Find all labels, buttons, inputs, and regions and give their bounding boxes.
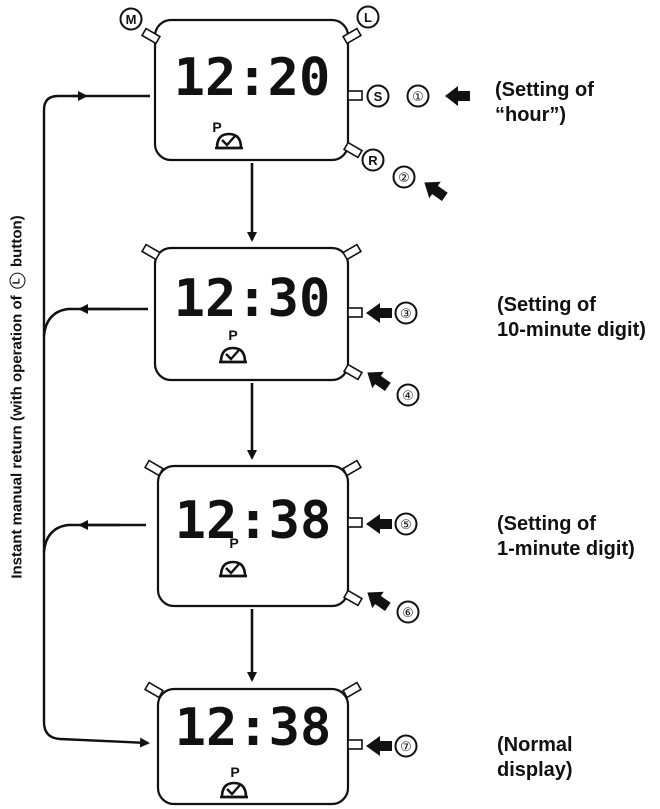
svg-text:M: M <box>126 12 137 27</box>
side-label-after: button) <box>8 215 26 267</box>
button-l[interactable] <box>341 459 363 477</box>
svg-text:⑤: ⑤ <box>400 518 412 533</box>
push-arrow-3 <box>366 303 392 323</box>
button-m-label: M <box>119 7 143 31</box>
push-arrow-6 <box>367 591 391 611</box>
svg-text:④: ④ <box>402 389 414 404</box>
note-setting-hour: (Setting of “hour”) <box>495 78 594 128</box>
step-6: ⑥ <box>396 600 420 624</box>
alarm-bell-icon <box>219 346 247 364</box>
button-s[interactable] <box>347 90 363 101</box>
note-line: “hour”) <box>495 104 567 126</box>
l-button-icon: L <box>9 273 26 290</box>
note-setting-1-minute: (Setting of 1-minute digit) <box>497 512 635 562</box>
svg-text:②: ② <box>398 171 410 186</box>
svg-text:L: L <box>364 10 372 25</box>
note-setting-10-minute: (Setting of 10-minute digit) <box>497 293 646 343</box>
note-line: (Setting of <box>497 513 596 535</box>
time-display: 12:20 <box>174 48 331 108</box>
alarm-bell-icon <box>219 560 247 578</box>
button-m[interactable] <box>140 243 162 261</box>
note-line: (Setting of <box>497 294 596 316</box>
watch-2: 12:30 P <box>153 246 350 382</box>
note-line: (Setting of <box>495 79 594 101</box>
button-s[interactable] <box>347 307 363 318</box>
button-r[interactable] <box>342 363 364 381</box>
watch-3: 12:38 P <box>156 464 350 608</box>
button-s[interactable] <box>347 739 363 750</box>
step-3: ③ <box>394 301 418 325</box>
push-arrow-7 <box>366 736 392 756</box>
push-arrow-2 <box>424 181 448 201</box>
note-line: 1-minute digit) <box>497 538 635 560</box>
alarm-bell-icon <box>215 132 243 150</box>
time-display: 12:30 <box>174 269 331 329</box>
svg-text:③: ③ <box>400 307 412 322</box>
time-display: 12:38 <box>175 698 332 758</box>
push-arrow-4 <box>367 371 391 391</box>
step-7: ⑦ <box>394 734 418 758</box>
push-arrow-5 <box>366 514 392 534</box>
return-loop-line <box>42 94 150 748</box>
button-l-label: L <box>356 5 380 29</box>
watch-1: 12:20 P <box>153 18 350 162</box>
push-arrow-1 <box>445 86 470 106</box>
watch-body <box>156 464 350 608</box>
note-line: display) <box>497 759 573 781</box>
return-branch-2 <box>42 307 148 337</box>
svg-text:⑥: ⑥ <box>402 606 414 621</box>
alarm-bell-icon <box>220 781 248 799</box>
button-m[interactable] <box>143 459 165 477</box>
button-m[interactable] <box>140 27 162 45</box>
button-l[interactable] <box>341 27 363 45</box>
svg-text:R: R <box>368 153 378 168</box>
svg-text:S: S <box>374 89 383 104</box>
button-r-label: R <box>361 148 385 172</box>
watch-body <box>153 18 350 162</box>
button-s-label: S <box>366 84 390 108</box>
button-m[interactable] <box>143 681 165 699</box>
step-4: ④ <box>396 383 420 407</box>
step-5: ⑤ <box>394 512 418 536</box>
pm-indicator: P <box>228 327 237 343</box>
button-l[interactable] <box>341 243 363 261</box>
step-1: ① <box>406 84 430 108</box>
note-normal-display: (Normal display) <box>497 733 573 783</box>
watch-4: 12:38 P <box>156 687 350 806</box>
side-label-before: Instant manual return (with operation of <box>8 295 26 579</box>
button-r[interactable] <box>342 141 364 159</box>
svg-text:⑦: ⑦ <box>400 740 412 755</box>
button-s[interactable] <box>347 517 363 528</box>
pm-indicator: P <box>229 535 238 551</box>
pm-indicator: P <box>230 764 239 780</box>
note-line: (Normal <box>497 734 573 756</box>
button-l[interactable] <box>341 681 363 699</box>
note-line: 10-minute digit) <box>497 319 646 341</box>
button-r[interactable] <box>342 589 364 607</box>
pm-indicator: P <box>212 119 221 135</box>
time-display: 12:38 <box>175 491 332 551</box>
return-branch-3 <box>42 523 146 553</box>
svg-text:①: ① <box>412 90 424 105</box>
step-2: ② <box>392 165 416 189</box>
